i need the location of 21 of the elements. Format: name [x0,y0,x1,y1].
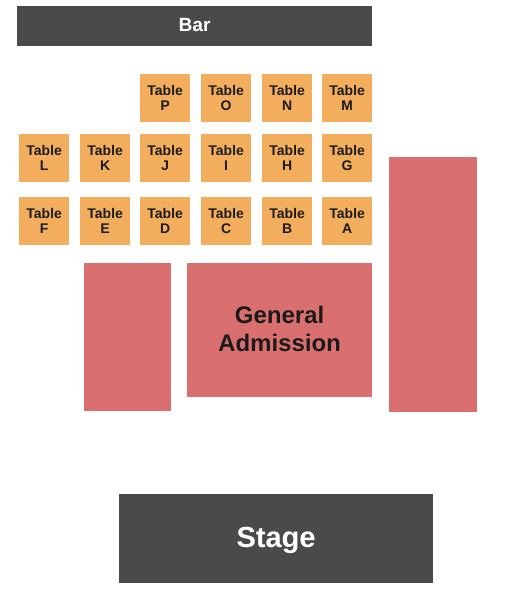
table-seating: Table D [140,197,190,245]
bar-area: Bar [17,6,372,46]
table-seating: Table J [140,134,190,182]
table-seating: Table I [201,134,251,182]
table-seating: Table N [262,74,312,122]
table-seating: Table H [262,134,312,182]
table-seating: Table G [322,134,372,182]
table-seating: Table P [140,74,190,122]
table-seating: Table E [80,197,130,245]
table-seating: Table L [19,134,69,182]
general-admission-area: General Admission [187,263,372,397]
table-seating: Table M [322,74,372,122]
stage-area: Stage [119,494,433,583]
table-seating: Table O [201,74,251,122]
table-seating: Table F [19,197,69,245]
table-seating: Table B [262,197,312,245]
table-seating: Table A [322,197,372,245]
table-seating: Table C [201,197,251,245]
seating-section [84,263,171,411]
table-seating: Table K [80,134,130,182]
seating-section [389,157,477,412]
